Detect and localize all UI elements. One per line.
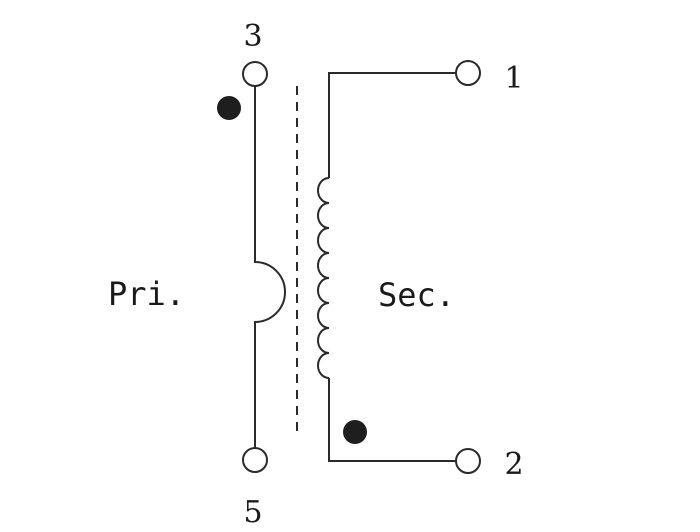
primary-winding <box>254 86 286 448</box>
secondary-lead-top <box>328 72 456 178</box>
secondary-lead-bottom <box>328 378 456 462</box>
pin-2-label: 2 <box>504 447 523 482</box>
secondary-label: Sec. <box>378 276 455 314</box>
terminal-pin-2 <box>455 448 481 474</box>
primary-label: Pri. <box>108 275 185 313</box>
terminal-pin-1 <box>455 60 481 86</box>
primary-polarity-dot <box>217 96 241 120</box>
secondary-polarity-dot <box>343 420 367 444</box>
terminal-pin-3 <box>242 61 268 87</box>
pin-3-label: 3 <box>243 19 262 54</box>
terminal-pin-5 <box>242 447 268 473</box>
secondary-coil <box>317 177 330 379</box>
pin-1-label: 1 <box>504 61 523 96</box>
pin-5-label: 5 <box>243 495 262 530</box>
